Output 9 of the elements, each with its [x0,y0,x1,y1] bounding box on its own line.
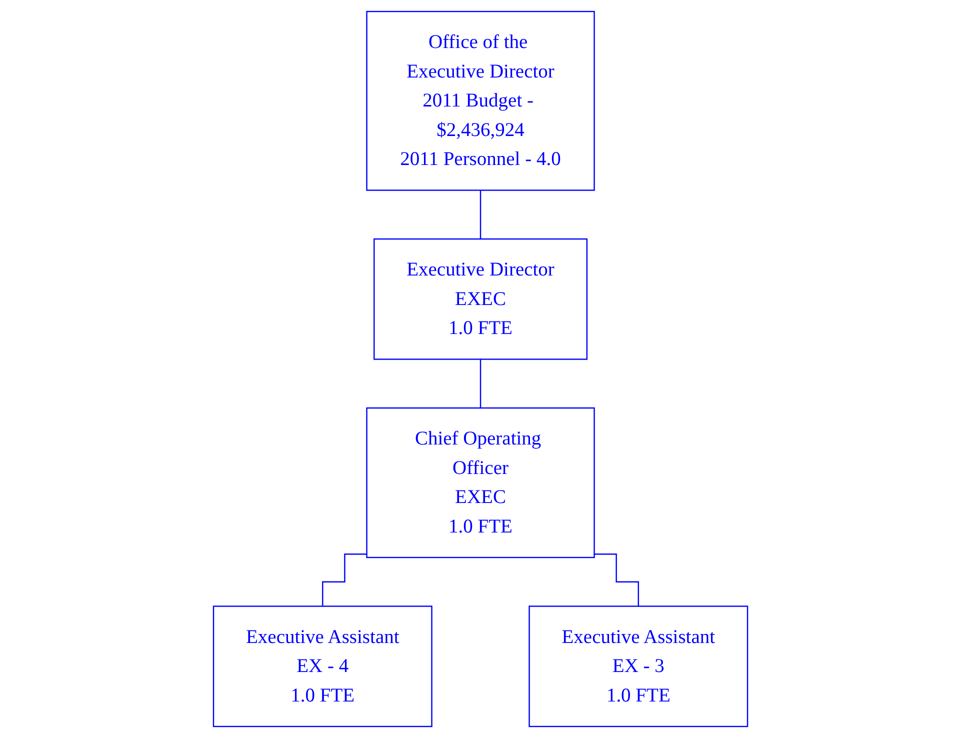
node-box: Executive Assistant EX - 4 1.0 FTE [212,606,432,728]
connector [322,554,367,607]
node-box: Executive Director EXEC 1.0 FTE [373,238,588,360]
node-box: Executive Assistant EX - 3 1.0 FTE [528,606,748,728]
node-box: Office of the Executive Director 2011 Budget - $2,436,924 2011 Personnel - 4.0 [366,10,595,191]
connector [480,190,482,240]
connector [480,358,482,409]
connector [594,554,639,607]
node-box: Chief Operating Officer EXEC 1.0 FTE [366,407,595,558]
